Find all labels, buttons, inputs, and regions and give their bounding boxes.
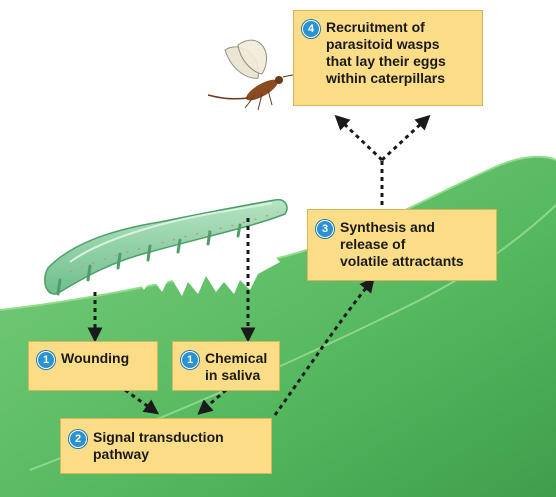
arrow-to-recruitment-right [382,120,425,160]
step-recruitment-box: 4 Recruitment of parasitoid wasps that l… [293,10,483,106]
text-line: Signal transduction [93,429,224,446]
step-wounding-text: Wounding [61,350,129,367]
text-line: Synthesis and [340,219,464,236]
text-line: Wounding [61,350,129,367]
text-line: parasitoid wasps [326,36,446,53]
text-line: within caterpillars [326,70,446,87]
step-wounding-box: 1 Wounding [28,341,158,391]
step-signal-box: 2 Signal transduction pathway [60,418,272,474]
step-number-badge: 4 [302,20,320,38]
text-line: Chemical [205,350,267,367]
text-line: pathway [93,446,224,463]
text-line: volatile attractants [340,253,464,270]
step-number-badge: 1 [37,351,55,369]
step-signal-text: Signal transduction pathway [93,429,224,463]
step-chemical-box: 1 Chemical in saliva [172,341,280,391]
arrow-to-recruitment-left [340,120,382,160]
step-recruitment-text: Recruitment of parasitoid wasps that lay… [326,19,446,87]
step-synthesis-box: 3 Synthesis and release of volatile attr… [307,209,497,281]
text-line: that lay their eggs [326,53,446,70]
step-number-badge: 1 [181,351,199,369]
step-synthesis-text: Synthesis and release of volatile attrac… [340,219,464,270]
step-number-badge: 3 [316,220,334,238]
text-line: Recruitment of [326,19,446,36]
text-line: release of [340,236,464,253]
step-chemical-text: Chemical in saliva [205,350,267,384]
step-number-badge: 2 [69,430,87,448]
text-line: in saliva [205,367,267,384]
